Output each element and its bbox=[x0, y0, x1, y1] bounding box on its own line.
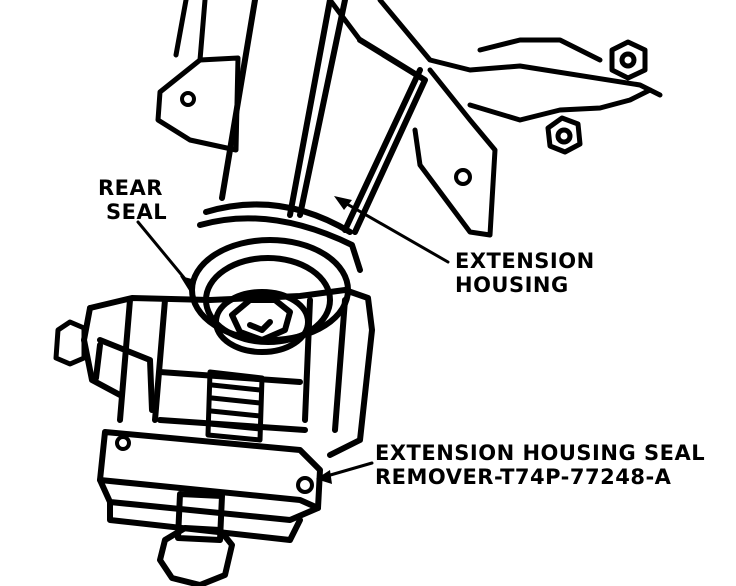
extension-housing-label-line1: EXTENSION bbox=[455, 249, 595, 273]
rear-seal-label: REAR SEAL bbox=[98, 176, 167, 224]
forcing-screw bbox=[205, 369, 265, 443]
extension-housing-label: EXTENSION HOUSING bbox=[455, 249, 595, 297]
arrow-head bbox=[180, 276, 196, 292]
crossmember bbox=[155, 0, 663, 238]
bracket-hole bbox=[180, 91, 196, 107]
bracket-hole bbox=[454, 168, 472, 186]
nut-upper bbox=[609, 39, 648, 81]
extension-housing bbox=[197, 0, 428, 273]
rear-seal-label-line1: REAR bbox=[98, 176, 163, 200]
side-bolt bbox=[53, 319, 87, 367]
plate-hole bbox=[296, 476, 314, 494]
seal-remover-label: EXTENSION HOUSING SEAL REMOVER-T74P-7724… bbox=[375, 441, 705, 489]
plate-hole bbox=[115, 435, 131, 451]
arrow-head bbox=[316, 470, 332, 484]
bottom-nut bbox=[157, 491, 235, 586]
extension-housing-label-line2: HOUSING bbox=[455, 273, 569, 297]
seal-remover-label-line1: EXTENSION HOUSING SEAL bbox=[375, 441, 706, 465]
arrow-head bbox=[334, 196, 352, 210]
nut-lower bbox=[545, 115, 583, 155]
seal-remover-label-line2: REMOVER-T74P-77248-A bbox=[375, 465, 672, 489]
rear-seal-label-line2: SEAL bbox=[106, 200, 168, 224]
